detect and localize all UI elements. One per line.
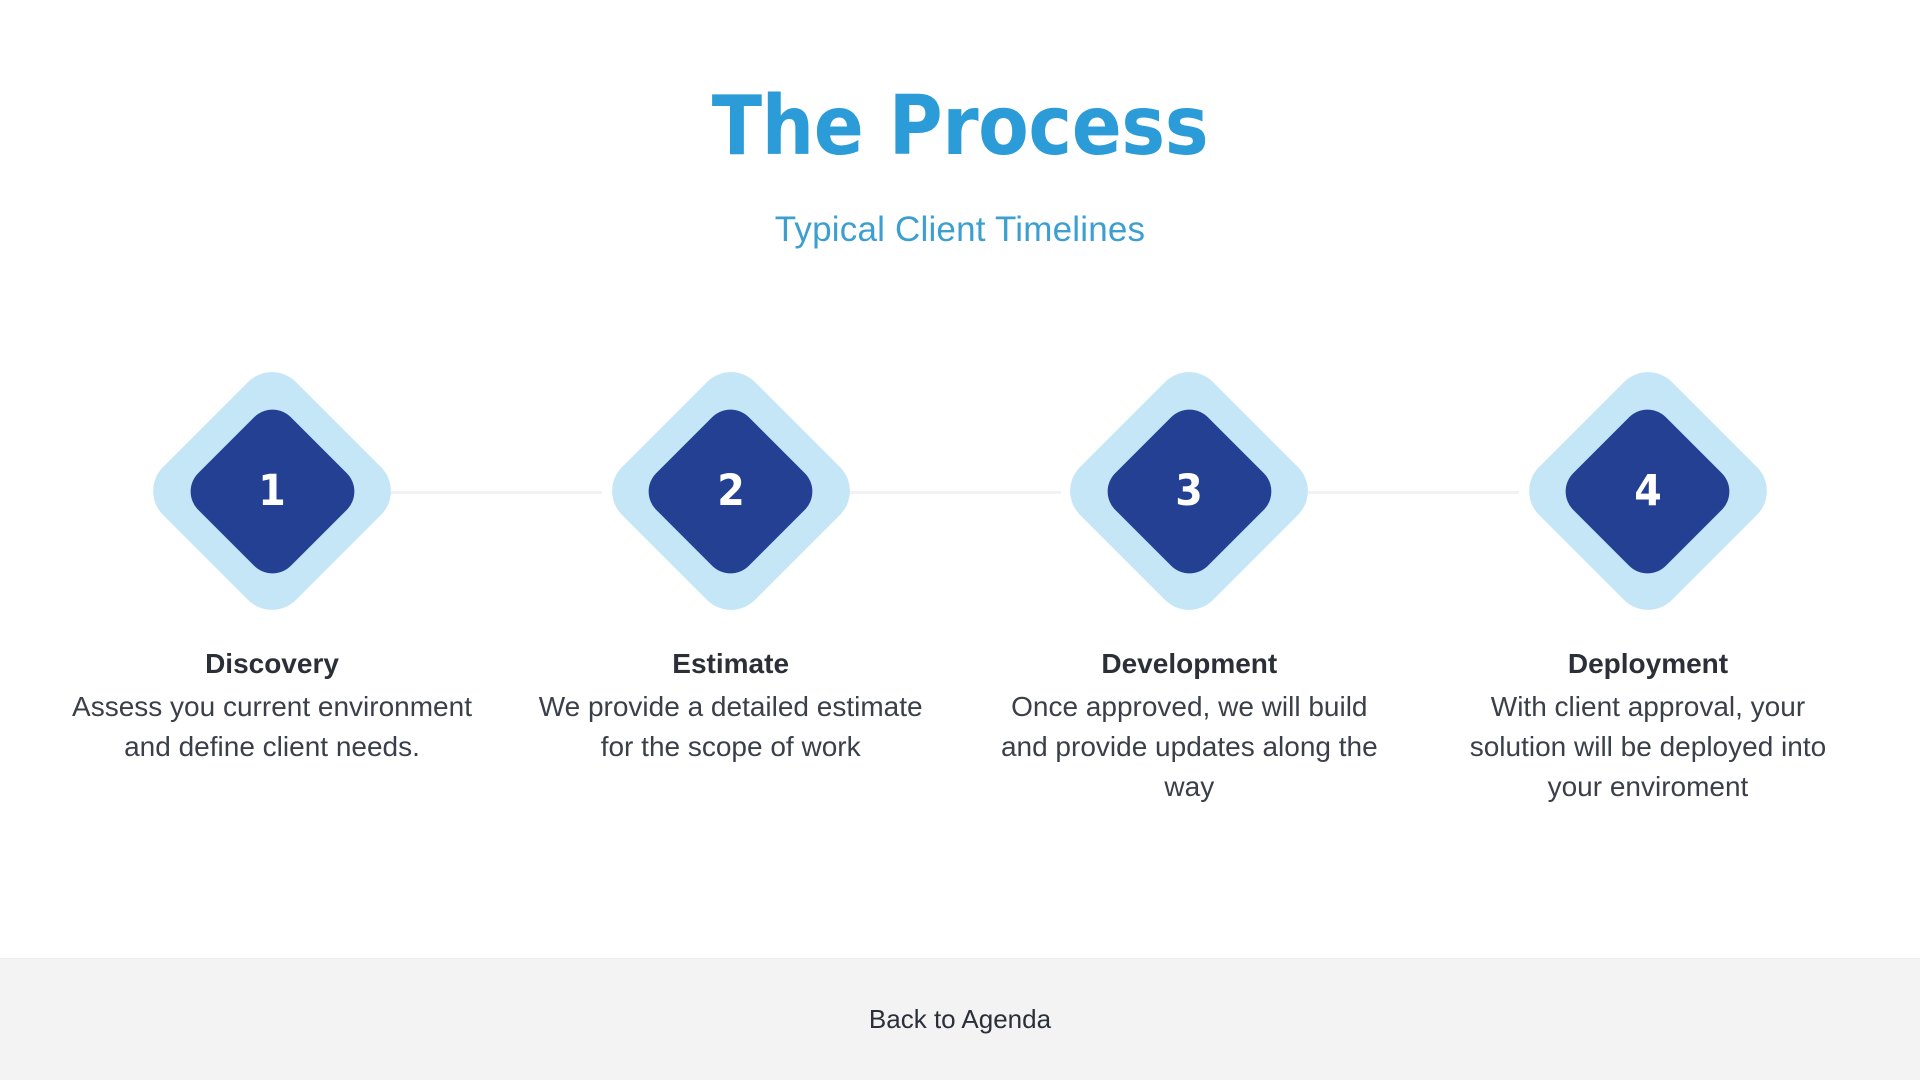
step-title: Development (1101, 648, 1278, 679)
process-step-2[interactable]: 2 Estimate We provide a detailed estimat… (531, 358, 1061, 767)
step-number-label: 4 (1634, 465, 1662, 516)
step-connector-line (1299, 491, 1520, 494)
step-title: Estimate (672, 648, 790, 679)
step-description: Once approved, we will build and provide… (1000, 691, 1378, 802)
step-number-label: 3 (1175, 465, 1204, 516)
step-number-label: 2 (716, 465, 745, 516)
process-steps-row: 1 Discovery Assess you current environme… (72, 358, 1848, 806)
step-diamond-1[interactable]: 1 (139, 358, 405, 624)
step-connector-line (840, 491, 1061, 494)
step-description: Assess you current environment and defin… (72, 691, 472, 762)
step-title: Deployment (1567, 648, 1729, 679)
step-number-label: 1 (258, 465, 286, 516)
process-step-1[interactable]: 1 Discovery Assess you current environme… (72, 358, 602, 767)
back-to-agenda-link[interactable]: Back to Agenda (868, 1004, 1052, 1034)
step-diamond-3[interactable]: 3 (1056, 358, 1323, 624)
process-step-4[interactable]: 4 Deployment With client approval, your … (1448, 358, 1848, 806)
step-title: Discovery (205, 648, 339, 679)
step-description: We provide a detailed estimate for the s… (538, 691, 923, 762)
slide-footer: Back to Agenda (0, 958, 1920, 1080)
process-step-3[interactable]: 3 Development Once approved, we will bui… (989, 358, 1520, 806)
process-steps-section: 1 Discovery Assess you current environme… (0, 250, 1920, 1080)
page-title: The Process (711, 79, 1209, 174)
step-diamond-4[interactable]: 4 (1515, 358, 1781, 624)
page-subtitle: Typical Client Timelines (774, 210, 1146, 249)
step-description: With client approval, your solution will… (1469, 691, 1827, 802)
step-connector-line (382, 491, 602, 494)
step-diamond-2[interactable]: 2 (597, 358, 864, 624)
slide-header: The Process Typical Client Timelines (0, 0, 1920, 250)
